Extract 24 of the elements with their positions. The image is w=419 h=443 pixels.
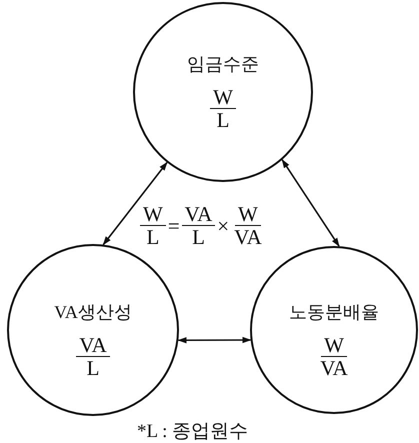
circle-node [250,246,418,414]
circle-node [7,244,179,416]
numerator: W [235,203,261,226]
circle-node [133,2,313,182]
denominator: VA [233,226,263,248]
numerator: VA [76,334,110,357]
numerator: W [210,86,236,109]
numerator: VA [182,203,216,226]
denominator: VA [319,357,349,379]
footnote: *L : 종업원수 [137,420,248,443]
double-arrow [102,162,168,246]
node-title: VA생산성 [54,301,132,324]
denominator: L [216,109,230,131]
double-arrow [177,336,252,344]
operator: × [216,214,230,236]
denominator: L [146,226,160,248]
denominator: L [191,226,206,248]
double-arrow [282,159,340,247]
operator: = [166,214,181,236]
numerator: W [140,203,166,226]
node-title: 임금수준 [187,53,259,76]
node-title: 노동분배율 [289,301,379,324]
denominator: L [86,357,100,379]
numerator: W [321,334,347,357]
